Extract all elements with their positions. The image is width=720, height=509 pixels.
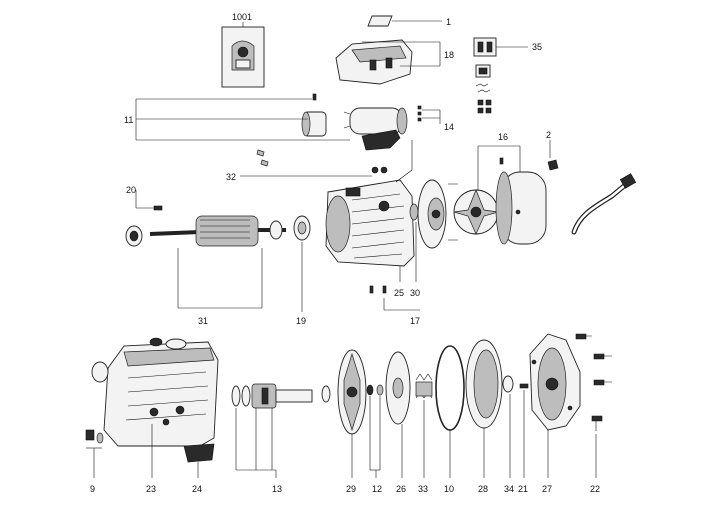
label-2: 2 — [546, 130, 551, 140]
label-19: 19 — [296, 316, 306, 326]
label-12: 12 — [372, 484, 382, 494]
label-1: 1 — [446, 17, 451, 27]
label-22: 22 — [590, 484, 600, 494]
part-32-screws — [371, 166, 388, 174]
part-17-screws — [369, 285, 387, 294]
part-1-label — [367, 15, 393, 27]
label-27: 27 — [542, 484, 552, 494]
part-30-end-shield — [409, 179, 447, 249]
label-21: 21 — [518, 484, 528, 494]
label-16: 16 — [498, 132, 508, 142]
part-20-key — [153, 205, 163, 211]
part-13-ejector — [231, 383, 331, 409]
part-11-capacitor — [301, 93, 408, 137]
part-35-switch — [473, 37, 497, 114]
small-screws — [256, 149, 269, 167]
label-31: 31 — [198, 316, 208, 326]
part-27-bracket — [529, 333, 581, 431]
part-33-seal — [415, 373, 433, 399]
label-33: 33 — [418, 484, 428, 494]
power-cord — [571, 173, 637, 235]
part-29-diffuser-plate — [337, 349, 367, 435]
label-14: 14 — [444, 122, 454, 132]
label-34: 34 — [504, 484, 514, 494]
label-11: 11 — [124, 115, 133, 125]
part-18-terminal-cover — [335, 39, 413, 85]
label-32: 32 — [226, 172, 236, 182]
part-19-bearing — [293, 215, 311, 241]
part-34-ring — [502, 375, 514, 393]
part-12-rings — [366, 384, 384, 396]
part-10-o-ring — [435, 345, 465, 431]
label-17: 17 — [410, 316, 420, 326]
label-26: 26 — [396, 484, 406, 494]
label-35: 35 — [532, 42, 542, 52]
part-1001-kit-box — [221, 26, 265, 88]
label-20: 20 — [126, 185, 136, 195]
part-31-rotor — [125, 215, 286, 247]
label-1001: 1001 — [232, 12, 252, 22]
label-9: 9 — [90, 484, 95, 494]
label-23: 23 — [146, 484, 156, 494]
label-10: 10 — [444, 484, 454, 494]
label-30: 30 — [410, 288, 420, 298]
part-21-screw — [519, 383, 529, 389]
part-28-gasket — [465, 339, 503, 429]
part-9-drain-plug — [85, 429, 104, 444]
label-24: 24 — [192, 484, 202, 494]
part-26-impeller — [385, 351, 411, 425]
label-18: 18 — [444, 50, 454, 60]
part-22-bolts — [575, 333, 612, 431]
part-14-cable-clamp — [361, 105, 422, 151]
label-28: 28 — [478, 484, 488, 494]
part-25-motor-housing — [325, 179, 415, 267]
label-13: 13 — [272, 484, 282, 494]
part-24-base — [183, 443, 215, 463]
label-29: 29 — [346, 484, 356, 494]
part-2-cable-holder — [547, 159, 559, 171]
part-16-fan — [448, 171, 547, 245]
part-23-pump-housing — [91, 337, 219, 447]
label-25: 25 — [394, 288, 404, 298]
